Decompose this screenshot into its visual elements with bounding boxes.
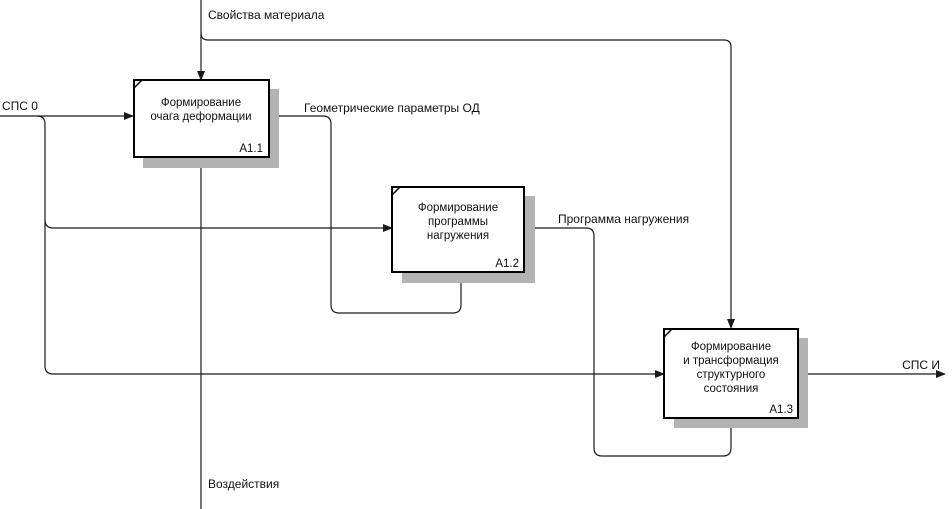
control-arrow-to-a13 xyxy=(200,32,735,329)
block-a13[interactable]: Формирование и трансформация структурног… xyxy=(663,328,808,428)
block-a12[interactable]: Формирование программы нагружения А1.2 xyxy=(391,186,535,283)
label-control-top: Свойства материала xyxy=(208,8,325,22)
link-arrow-a11-a12 xyxy=(269,115,465,314)
block-title-line: очага деформации xyxy=(150,111,251,123)
block-title-line: состояния xyxy=(704,383,759,395)
link-arrow-a12-a13 xyxy=(524,227,735,457)
arrow-labels: Свойства материала СПС 0 Геометрические … xyxy=(2,8,940,491)
block-a11[interactable]: Формирование очага деформации А1.1 xyxy=(133,79,279,168)
block-title-line: и трансформация xyxy=(683,355,779,367)
block-id: А1.2 xyxy=(495,258,519,270)
label-link-1-2: Геометрические параметры ОД xyxy=(304,101,480,115)
block-title-line: Формирование xyxy=(161,97,241,109)
block-title-line: Формирование xyxy=(691,341,771,353)
block-corner-mark xyxy=(663,328,673,338)
block-title-line: программы xyxy=(428,216,488,228)
label-input-left: СПС 0 xyxy=(2,99,38,113)
label-output-right: СПС И xyxy=(902,358,940,372)
label-mechanism-bottom: Воздействия xyxy=(208,477,279,491)
block-title-line: нагружения xyxy=(427,230,489,242)
label-link-2-3: Программа нагружения xyxy=(558,212,689,226)
block-id: А1.3 xyxy=(769,404,793,416)
input-arrow-to-a13 xyxy=(44,220,665,378)
block-title-line: Формирование xyxy=(418,202,498,214)
block-id: А1.1 xyxy=(239,143,263,155)
block-title-line: структурного xyxy=(697,369,766,381)
block-frame xyxy=(133,79,270,158)
block-frame xyxy=(663,328,799,419)
block-frame xyxy=(391,186,525,273)
block-corner-mark xyxy=(133,79,143,89)
block-corner-mark xyxy=(391,186,401,196)
